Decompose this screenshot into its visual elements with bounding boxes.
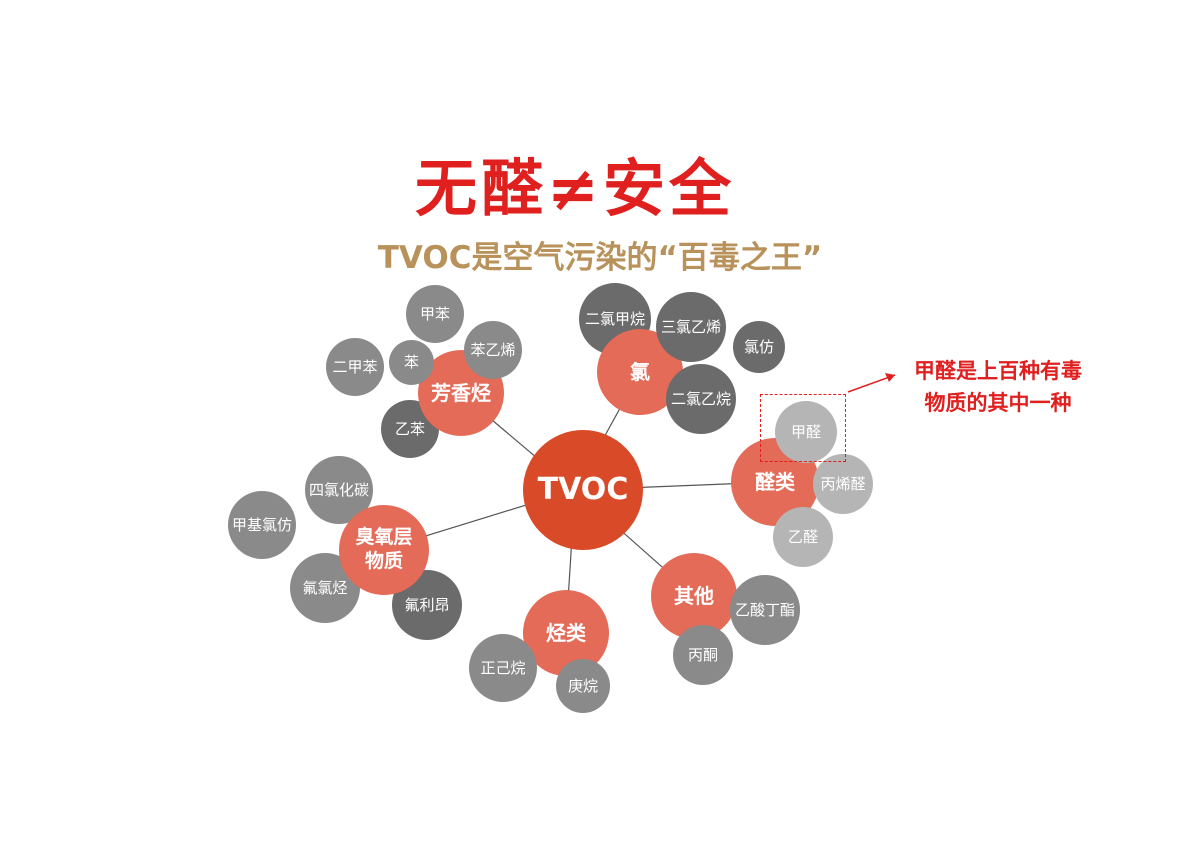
category-other: 其他 [651, 553, 737, 639]
page-subtitle: TVOC是空气污染的“百毒之王” [377, 240, 823, 276]
page-title: 无醛≠安全 [415, 152, 735, 225]
leaf-hexane: 正己烷 [469, 634, 537, 702]
leaf-acrolein: 丙烯醛 [813, 454, 873, 514]
leaf-chloroform: 氯仿 [733, 321, 785, 373]
leaf-heptane: 庚烷 [556, 659, 610, 713]
leaf-acetaldehyde: 乙醛 [773, 507, 833, 567]
callout-text: 甲醛是上百种有毒 物质的其中一种 [914, 359, 1082, 415]
center-tvoc: TVOC [523, 430, 643, 550]
leaf-formaldehyde: 甲醛 [775, 401, 837, 463]
category-hydrocarbon: 烃类 [523, 590, 609, 676]
leaf-xylene: 二甲苯 [326, 338, 384, 396]
leaf-methyl-chloroform: 甲基氯仿 [228, 491, 296, 559]
leaf-toluene: 甲苯 [406, 285, 464, 343]
leaf-trichloroethylene: 三氯乙烯 [656, 292, 726, 362]
leaf-styrene: 苯乙烯 [464, 321, 522, 379]
leaf-butyl-acetate: 乙酸丁酯 [730, 575, 800, 645]
category-ozone: 臭氧层 物质 [339, 505, 429, 595]
highlight-box [760, 394, 846, 462]
leaf-acetone: 丙酮 [673, 625, 733, 685]
leaf-dichloroethane: 二氯乙烷 [666, 364, 736, 434]
leaf-benzene: 苯 [389, 340, 434, 385]
